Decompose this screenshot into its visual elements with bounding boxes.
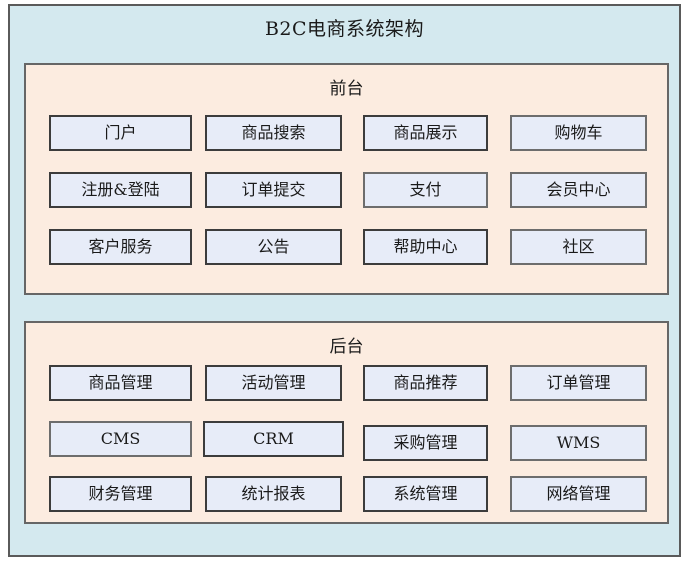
item-product-search[interactable]: 商品搜索 xyxy=(205,115,342,151)
item-member-center[interactable]: 会员中心 xyxy=(510,172,647,208)
frontend-row-3: 客户服务 公告 帮助中心 社区 xyxy=(26,229,667,269)
item-order-management[interactable]: 订单管理 xyxy=(510,365,647,401)
item-payment[interactable]: 支付 xyxy=(363,172,488,208)
frontend-row-1: 门户 商品搜索 商品展示 购物车 xyxy=(26,115,667,155)
item-shopping-cart[interactable]: 购物车 xyxy=(510,115,647,151)
item-crm[interactable]: CRM xyxy=(203,421,344,457)
item-purchase-management[interactable]: 采购管理 xyxy=(363,425,488,461)
section-backend: 后台 商品管理 活动管理 商品推荐 订单管理 CMS CRM 采购管理 WMS … xyxy=(24,321,669,524)
item-register-login[interactable]: 注册&登陆 xyxy=(49,172,192,208)
item-order-submit[interactable]: 订单提交 xyxy=(205,172,342,208)
item-cms[interactable]: CMS xyxy=(49,421,192,457)
item-network-management[interactable]: 网络管理 xyxy=(510,476,647,512)
item-system-management[interactable]: 系统管理 xyxy=(363,476,488,512)
frontend-row-2: 注册&登陆 订单提交 支付 会员中心 xyxy=(26,172,667,212)
item-product-display[interactable]: 商品展示 xyxy=(363,115,488,151)
backend-row-3: 财务管理 统计报表 系统管理 网络管理 xyxy=(26,476,667,516)
backend-row-1: 商品管理 活动管理 商品推荐 订单管理 xyxy=(26,365,667,405)
item-finance-management[interactable]: 财务管理 xyxy=(49,476,192,512)
architecture-diagram: B2C电商系统架构 前台 门户 商品搜索 商品展示 购物车 注册&登陆 订单提交… xyxy=(8,4,681,557)
item-announcement[interactable]: 公告 xyxy=(205,229,342,265)
diagram-title: B2C电商系统架构 xyxy=(264,18,425,40)
item-customer-service[interactable]: 客户服务 xyxy=(49,229,192,265)
item-campaign-management[interactable]: 活动管理 xyxy=(205,365,342,401)
section-frontend: 前台 门户 商品搜索 商品展示 购物车 注册&登陆 订单提交 支付 会员中心 客… xyxy=(24,63,669,295)
section-frontend-title: 前台 xyxy=(329,79,364,99)
item-community[interactable]: 社区 xyxy=(510,229,647,265)
item-help-center[interactable]: 帮助中心 xyxy=(363,229,488,265)
item-product-recommendation[interactable]: 商品推荐 xyxy=(363,365,488,401)
item-wms[interactable]: WMS xyxy=(510,425,647,461)
item-statistics-report[interactable]: 统计报表 xyxy=(205,476,342,512)
item-product-management[interactable]: 商品管理 xyxy=(49,365,192,401)
backend-row-2: CMS CRM 采购管理 WMS xyxy=(26,421,667,461)
item-portal[interactable]: 门户 xyxy=(49,115,192,151)
section-backend-title: 后台 xyxy=(329,337,364,357)
